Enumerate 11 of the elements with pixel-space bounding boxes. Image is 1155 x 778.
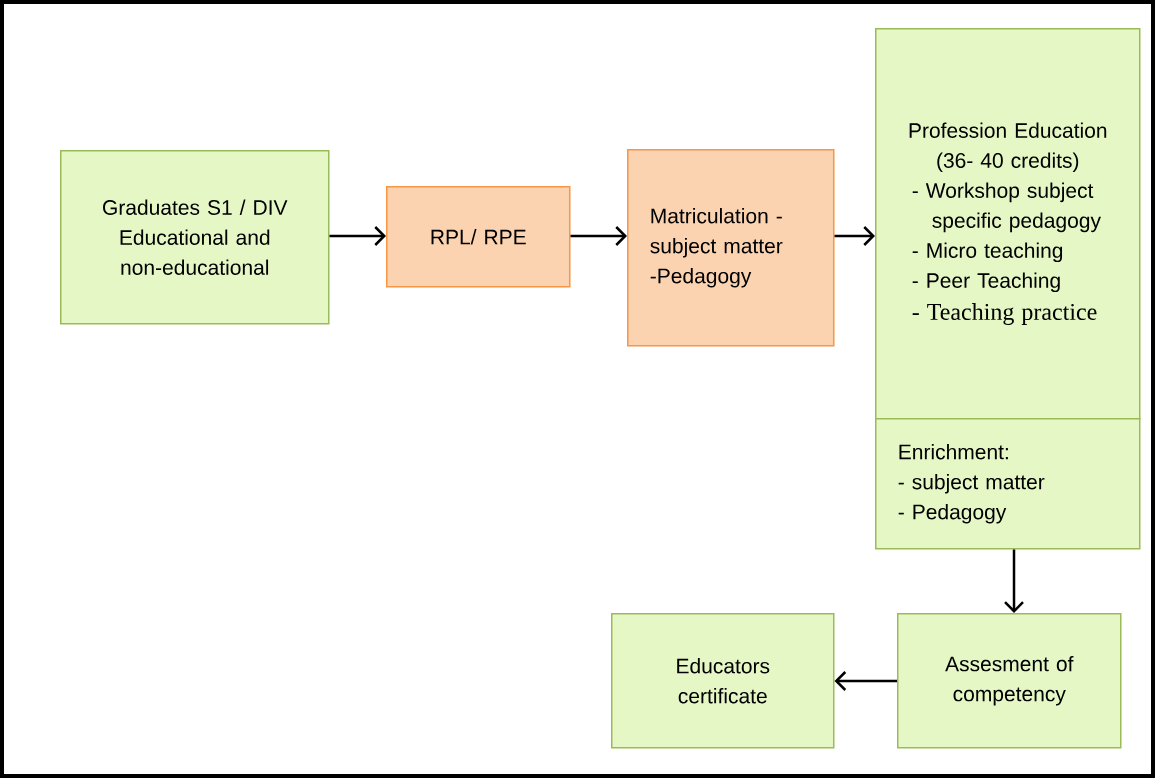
arrow [329, 226, 386, 246]
arrow [1004, 549, 1024, 613]
process-box: Graduates S1 / DIV Educational and non-educational [60, 150, 330, 325]
process-box: Educators certificate [611, 613, 835, 749]
process-box: Assesment of competency [897, 613, 1122, 749]
process-box: Enrichment: - subject matter - Pedagogy [875, 418, 1141, 550]
arrow [834, 226, 875, 246]
arrow [570, 226, 627, 246]
process-box: Matriculation - subject matter -Pedagogy [627, 149, 835, 347]
process-box: RPL/ RPE [386, 186, 571, 288]
arrow [834, 671, 897, 691]
